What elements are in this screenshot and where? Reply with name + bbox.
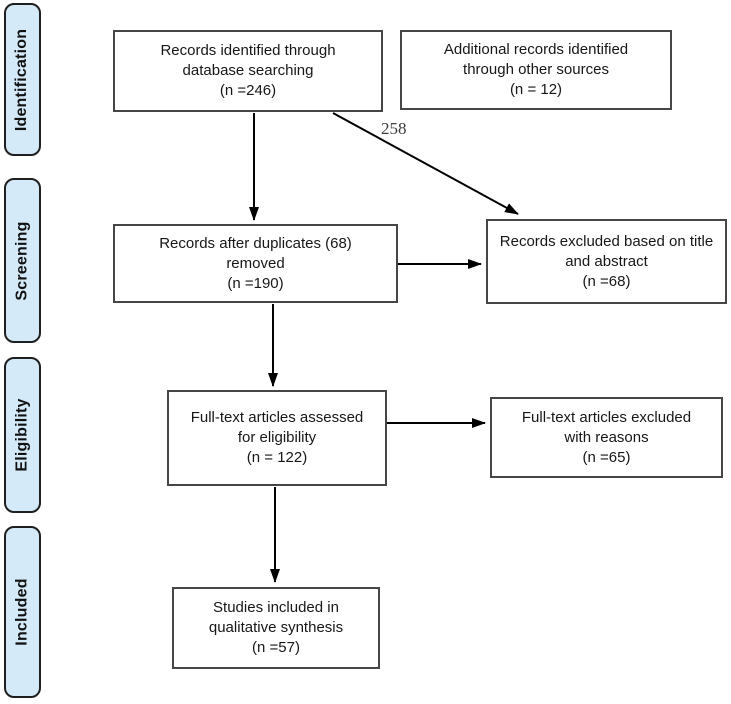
- flow-box-fulltext-assessed: Full-text articles assessed for eligibil…: [167, 390, 387, 486]
- box-text-line: qualitative synthesis: [208, 619, 344, 636]
- box-text-line: Full-text articles excluded: [521, 408, 692, 426]
- box-text-line: (n =68): [582, 272, 631, 290]
- box-text-line: Records after duplicates (68): [159, 234, 352, 252]
- box-text-line: Records identified through: [160, 42, 336, 59]
- box-text-line: (n =190): [227, 274, 284, 292]
- stage-eligibility-label: Eligibility: [13, 398, 31, 472]
- diagonal-arrow-count-label: 258: [381, 119, 407, 138]
- box-text-line: for eligibility: [237, 429, 317, 446]
- box-text-line: removed: [226, 254, 285, 272]
- stage-screening-label: Screening: [13, 220, 31, 301]
- box-text-line: Records excluded based on title: [499, 232, 714, 250]
- box-text-line: and abstract: [565, 252, 648, 270]
- box-text-line: (n =57): [252, 639, 300, 656]
- flow-box-fulltext-excluded: Full-text articles excluded with reasons…: [490, 397, 723, 478]
- stage-identification-label: Identification: [13, 28, 31, 131]
- flow-box-records-identified: Records identified through database sear…: [113, 30, 383, 112]
- stage-included: Included: [4, 526, 41, 698]
- box-text-line: (n =246): [219, 82, 277, 99]
- box-text-line: (n = 12): [509, 81, 563, 98]
- box-text-line: with reasons: [564, 428, 649, 446]
- arrow-identified-to-excluded-diagonal: [332, 112, 519, 215]
- box-text-line: Studies included in: [213, 599, 339, 616]
- stage-identification: Identification: [4, 3, 41, 156]
- box-text-line: through other sources: [463, 61, 609, 78]
- box-text-line: Full-text articles assessed: [190, 409, 364, 426]
- box-text-line: database searching: [182, 62, 314, 79]
- box-text-line: Additional records identified: [443, 41, 629, 58]
- flow-box-records-after-duplicates: Records after duplicates (68) removed (n…: [113, 224, 398, 303]
- stage-included-label: Included: [13, 578, 31, 646]
- stage-screening: Screening: [4, 178, 41, 343]
- stage-eligibility: Eligibility: [4, 357, 41, 513]
- flow-box-studies-included: Studies included in qualitative synthesi…: [172, 587, 380, 669]
- box-text-line: (n = 122): [246, 449, 308, 466]
- box-text-line: (n =65): [582, 448, 631, 466]
- flow-box-records-excluded-title-abstract: Records excluded based on title and abst…: [486, 219, 727, 304]
- flow-box-additional-records: Additional records identified through ot…: [400, 30, 672, 110]
